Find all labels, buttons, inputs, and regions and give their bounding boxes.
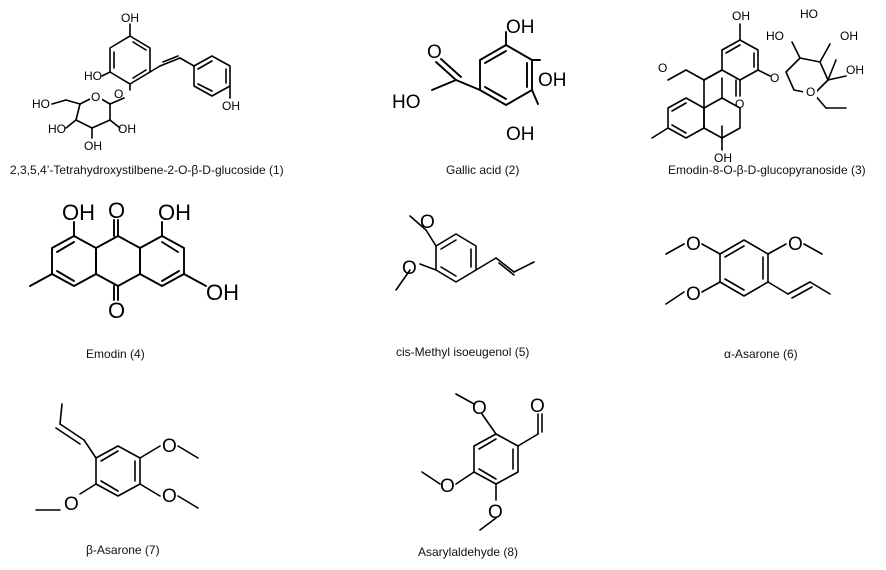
o-label: O bbox=[108, 298, 125, 323]
caption-compound-1: 2,3,5,4’-Tetrahydroxystilbene-2-O-β-D-gl… bbox=[10, 163, 284, 177]
o-label: O bbox=[162, 436, 177, 457]
ho-label: HO bbox=[48, 122, 66, 136]
oh-label: OH bbox=[506, 124, 535, 145]
structure-compound-3: OH O O O OH HO HO OH O OH bbox=[651, 7, 864, 165]
caption-compound-6: α-Asarone (6) bbox=[724, 347, 798, 361]
oh-label: OH bbox=[222, 99, 240, 113]
structure-compound-1: OH HO O OH O HO HO OH OH bbox=[32, 11, 240, 153]
oh-label: OH bbox=[121, 11, 139, 25]
o-label: O bbox=[114, 87, 123, 101]
caption-compound-4: Emodin (4) bbox=[86, 347, 145, 361]
oh-label: OH bbox=[506, 17, 535, 38]
caption-compound-2: Gallic acid (2) bbox=[446, 163, 519, 177]
o-label: O bbox=[427, 42, 442, 63]
o-label: O bbox=[530, 396, 545, 417]
o-label: O bbox=[420, 212, 435, 233]
ho-label: HO bbox=[392, 92, 421, 113]
oh-label: OH bbox=[206, 280, 239, 305]
structure-compound-8: O O O O bbox=[421, 393, 545, 531]
oh-label: OH bbox=[118, 122, 136, 136]
caption-compound-7: β-Asarone (7) bbox=[86, 543, 160, 557]
o-label: O bbox=[402, 258, 417, 279]
o-label: O bbox=[770, 71, 779, 85]
o-label: O bbox=[686, 234, 701, 255]
structure-compound-4: O O OH OH OH bbox=[29, 198, 239, 323]
o-label: O bbox=[488, 502, 503, 523]
o-label: O bbox=[162, 486, 177, 507]
o-label: O bbox=[658, 61, 667, 75]
oh-label: OH bbox=[538, 70, 567, 91]
o-label: O bbox=[440, 476, 455, 497]
o-label: O bbox=[108, 198, 125, 223]
o-label: O bbox=[472, 398, 487, 419]
o-label: O bbox=[91, 90, 100, 104]
oh-label: OH bbox=[840, 29, 858, 43]
oh-label: OH bbox=[84, 139, 102, 153]
structure-compound-6: O O O bbox=[665, 234, 831, 305]
caption-compound-5: cis-Methyl isoeugenol (5) bbox=[396, 345, 529, 359]
ho-label: HO bbox=[800, 7, 818, 21]
caption-compound-3: Emodin-8-O-β-D-glucopyranoside (3) bbox=[668, 163, 866, 177]
caption-compound-8: Asarylaldehyde (8) bbox=[418, 545, 518, 559]
oh-label: OH bbox=[714, 151, 732, 165]
o-label: O bbox=[64, 494, 79, 515]
oh-label: HO bbox=[84, 69, 102, 83]
oh-label: OH bbox=[732, 9, 750, 23]
structure-compound-7: O O O bbox=[35, 403, 199, 515]
structure-compound-2: O HO OH OH OH bbox=[392, 17, 567, 145]
oh-label: OH bbox=[158, 200, 191, 225]
oh-label: OH bbox=[62, 200, 95, 225]
structure-compound-5: O O bbox=[395, 212, 535, 291]
oh-label: OH bbox=[846, 63, 864, 77]
o-label: O bbox=[788, 234, 803, 255]
o-label: O bbox=[686, 284, 701, 305]
o-label: O bbox=[806, 85, 815, 99]
ho-label: HO bbox=[32, 97, 50, 111]
ho-label: HO bbox=[766, 29, 784, 43]
o-label: O bbox=[735, 97, 744, 111]
